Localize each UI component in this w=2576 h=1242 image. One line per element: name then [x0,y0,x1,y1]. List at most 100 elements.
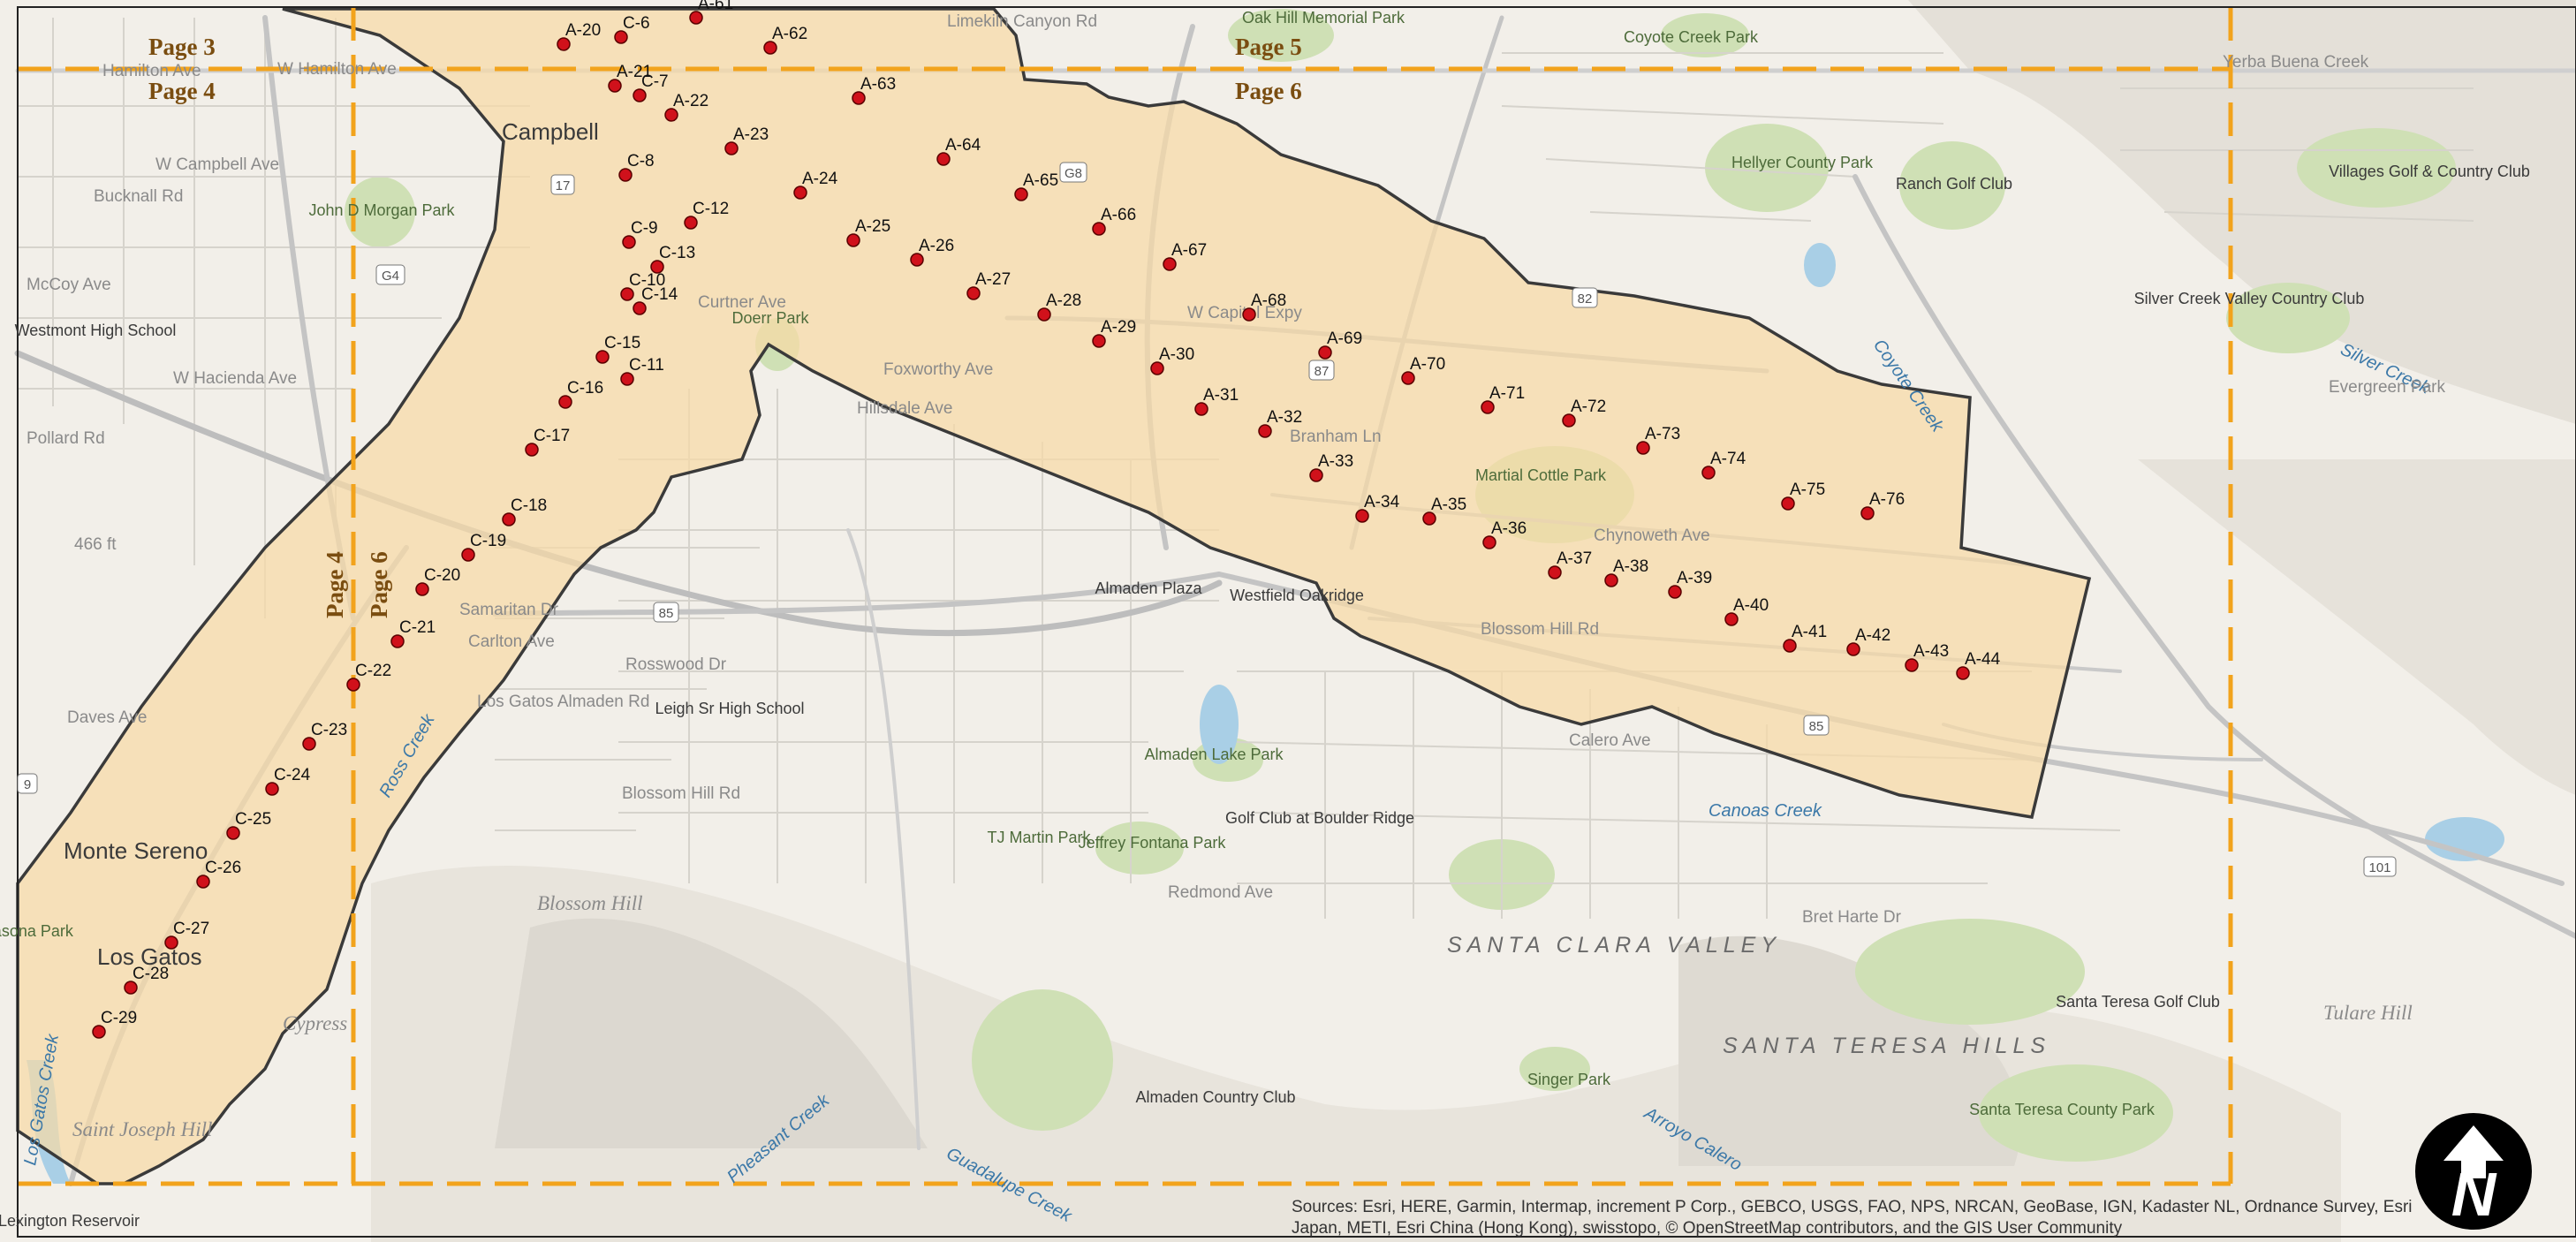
sample-point-marker[interactable] [1318,345,1332,360]
sample-point-c-12[interactable]: C-12 [684,200,729,230]
sample-point-marker[interactable] [618,168,633,182]
sample-point-marker[interactable] [1481,400,1495,414]
sample-point-marker[interactable] [724,141,739,155]
sample-point-marker[interactable] [852,91,866,105]
sample-point-c-16[interactable]: C-16 [558,379,603,409]
sample-point-marker[interactable] [1905,658,1919,672]
sample-point-a-36[interactable]: A-36 [1482,519,1527,549]
sample-point-a-22[interactable]: A-22 [664,92,708,122]
sample-point-marker[interactable] [689,11,703,25]
sample-point-c-29[interactable]: C-29 [92,1009,137,1039]
page-label-5[interactable]: Page 5 [1235,34,1302,60]
sample-point-marker[interactable] [1562,413,1576,428]
sample-point-a-20[interactable]: A-20 [557,21,601,51]
page-label-4-vertical[interactable]: Page 4 [322,551,348,618]
sample-point-marker[interactable] [415,582,429,596]
sample-point-marker[interactable] [1422,511,1436,526]
north-arrow-icon[interactable]: N [2415,1113,2532,1230]
sample-point-marker[interactable] [226,826,240,840]
sample-point-a-25[interactable]: A-25 [846,217,890,247]
sample-point-marker[interactable] [1355,509,1369,523]
sample-point-c-24[interactable]: C-24 [265,766,311,796]
sample-point-a-63[interactable]: A-63 [852,75,896,105]
sample-point-marker[interactable] [633,301,647,315]
sample-point-c-15[interactable]: C-15 [595,334,640,364]
sample-point-c-18[interactable]: C-18 [502,496,547,526]
sample-point-marker[interactable] [620,287,634,301]
sample-point-a-44[interactable]: A-44 [1956,650,2001,680]
page-label-4[interactable]: Page 4 [148,78,216,104]
page-label-3[interactable]: Page 3 [148,34,216,60]
sample-point-marker[interactable] [763,41,777,55]
sample-point-marker[interactable] [1846,642,1860,656]
sample-point-marker[interactable] [196,875,210,889]
sample-point-marker[interactable] [664,108,678,122]
sample-point-a-39[interactable]: A-39 [1668,569,1712,599]
sample-point-marker[interactable] [92,1025,106,1039]
sample-point-marker[interactable] [1548,565,1562,579]
sample-point-c-23[interactable]: C-23 [302,721,347,751]
sample-point-marker[interactable] [265,782,279,796]
sample-point-a-40[interactable]: A-40 [1724,596,1769,626]
sample-point-a-24[interactable]: A-24 [793,170,838,200]
sample-point-c-14[interactable]: C-14 [633,285,678,315]
sample-point-c-11[interactable]: C-11 [620,356,664,386]
sample-point-a-66[interactable]: A-66 [1092,206,1136,236]
sample-point-a-61[interactable]: A-61 [689,0,733,25]
sample-point-a-27[interactable]: A-27 [966,270,1011,300]
sample-point-marker[interactable] [346,678,360,692]
sample-point-a-38[interactable]: A-38 [1604,557,1648,587]
sample-point-c-10[interactable]: C-10 [620,271,665,301]
sample-point-c-20[interactable]: C-20 [415,566,460,596]
sample-point-marker[interactable] [1092,222,1106,236]
sample-point-a-70[interactable]: A-70 [1401,355,1445,385]
sample-point-marker[interactable] [1401,371,1415,385]
sample-point-a-28[interactable]: A-28 [1037,292,1081,322]
sample-point-marker[interactable] [1783,639,1797,653]
study-area-polygon[interactable] [16,7,2092,1185]
sample-point-marker[interactable] [461,548,475,562]
sample-point-a-65[interactable]: A-65 [1014,171,1058,201]
sample-point-marker[interactable] [793,186,807,200]
sample-point-a-73[interactable]: A-73 [1636,425,1680,455]
sample-point-marker[interactable] [1150,361,1164,375]
sample-point-a-35[interactable]: A-35 [1422,496,1466,526]
sample-point-marker[interactable] [1242,307,1256,322]
sample-point-c-19[interactable]: C-19 [461,532,506,562]
sample-point-a-34[interactable]: A-34 [1355,493,1400,523]
sample-point-marker[interactable] [525,443,539,457]
sample-point-a-74[interactable]: A-74 [1701,450,1746,480]
sample-point-c-13[interactable]: C-13 [650,244,695,274]
sample-point-a-21[interactable]: A-21 [608,63,652,93]
sample-point-marker[interactable] [1309,468,1323,482]
sample-point-a-64[interactable]: A-64 [936,136,981,166]
sample-point-marker[interactable] [1701,466,1716,480]
sample-point-marker[interactable] [1258,424,1272,438]
sample-point-c-7[interactable]: C-7 [633,72,669,102]
sample-point-marker[interactable] [164,935,178,950]
sample-point-marker[interactable] [622,235,636,249]
sample-point-c-6[interactable]: C-6 [614,14,650,44]
sample-point-a-76[interactable]: A-76 [1860,490,1905,520]
sample-point-marker[interactable] [684,216,698,230]
sample-point-c-28[interactable]: C-28 [124,965,169,995]
sample-point-c-21[interactable]: C-21 [390,618,436,648]
sample-point-a-62[interactable]: A-62 [763,25,807,55]
page-label-6[interactable]: Page 6 [1235,78,1302,104]
sample-point-a-23[interactable]: A-23 [724,125,769,155]
sample-point-a-68[interactable]: A-68 [1242,292,1286,322]
sample-point-c-8[interactable]: C-8 [618,152,655,182]
sample-point-marker[interactable] [1014,187,1028,201]
sample-point-marker[interactable] [633,88,647,102]
sample-point-marker[interactable] [910,253,924,267]
sample-point-c-9[interactable]: C-9 [622,219,658,249]
sample-point-marker[interactable] [936,152,951,166]
sample-point-marker[interactable] [846,233,860,247]
sample-point-c-25[interactable]: C-25 [226,810,271,840]
sample-point-a-41[interactable]: A-41 [1783,623,1827,653]
sample-point-marker[interactable] [1194,402,1208,416]
sample-point-marker[interactable] [1163,257,1177,271]
sample-point-marker[interactable] [1781,496,1795,511]
